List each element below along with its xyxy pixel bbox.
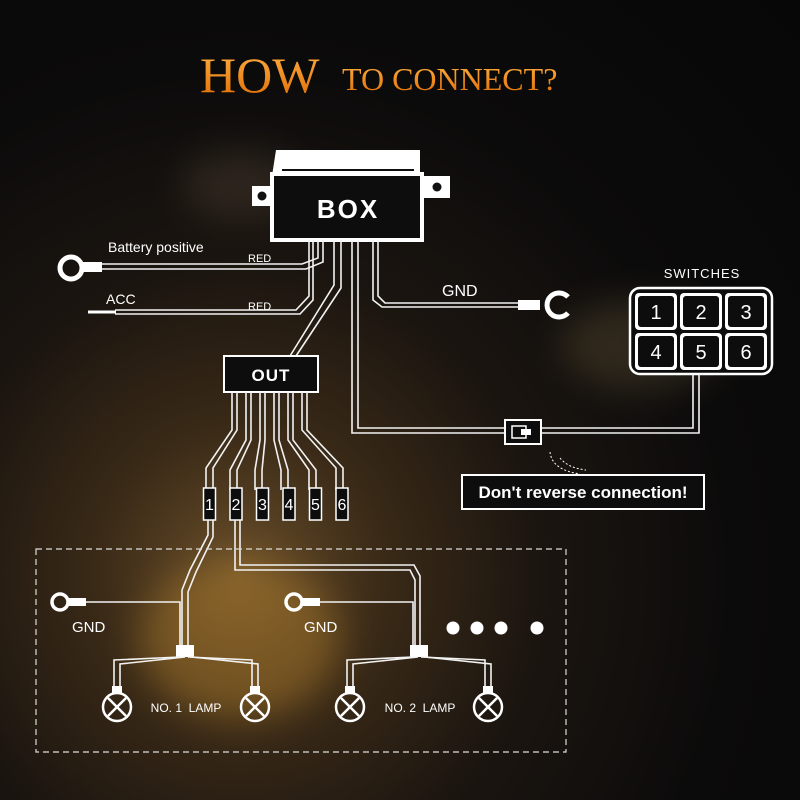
out-channel-5: 5 xyxy=(308,487,323,521)
lamp-gnd-terminal xyxy=(284,592,414,645)
warning-box xyxy=(461,474,705,510)
switch-key-1: 1 xyxy=(635,293,677,330)
acc-label: ACC xyxy=(106,291,136,307)
out-channel-label: 5 xyxy=(311,497,320,514)
box-label: BOX xyxy=(317,194,379,224)
more-lamps-dots xyxy=(446,621,544,635)
switch-key-label: 1 xyxy=(650,302,661,324)
out-channel-label: 3 xyxy=(258,497,267,514)
battery-positive-label: Battery positive xyxy=(108,239,204,255)
switch-key-label: 6 xyxy=(740,342,751,364)
switch-key-5: 5 xyxy=(680,333,722,370)
switch-key-2: 2 xyxy=(680,293,722,330)
switch-wire xyxy=(541,374,700,434)
switch-key-label: 5 xyxy=(695,342,706,364)
lamp-icon xyxy=(101,686,133,723)
acc-wire-color: RED xyxy=(248,301,271,313)
switch-key-label: 4 xyxy=(650,342,661,364)
lamp-2-label: NO. 2 LAMP xyxy=(385,701,456,715)
out-connector xyxy=(223,355,319,393)
lamp-feed-wires xyxy=(181,520,421,645)
box-wires xyxy=(100,240,520,434)
out-wires xyxy=(205,392,344,490)
out-channel-label: 4 xyxy=(285,497,294,514)
switch-wire xyxy=(541,374,694,429)
battery-wire-color: RED xyxy=(248,253,271,265)
switch-key-label: 2 xyxy=(695,302,706,324)
out-channel-label: 6 xyxy=(338,497,347,514)
lamp-icon xyxy=(334,686,366,723)
out-channel-label: 2 xyxy=(232,497,241,514)
lamp-gnd-label-1: GND xyxy=(72,619,106,636)
out-channel-6: 6 xyxy=(335,487,349,521)
title-rest: TO CONNECT? xyxy=(342,61,557,97)
out-channel-3: 3 xyxy=(255,487,270,521)
out-channel-1: 1 xyxy=(202,487,217,521)
switch-key-label: 3 xyxy=(740,302,751,324)
lamp-gnd-label-2: GND xyxy=(304,619,338,636)
warning-pointer xyxy=(559,457,587,471)
control-box: BOX xyxy=(252,150,450,242)
lamp-harness-2 xyxy=(346,645,492,686)
switch-key-3: 3 xyxy=(725,293,767,330)
warning-text: Don't reverse connection! xyxy=(478,483,687,502)
lamp-harness-1 xyxy=(113,645,259,686)
switches-label: SWITCHES xyxy=(664,266,741,281)
out-channel-label: 1 xyxy=(205,497,214,514)
lamp-icon xyxy=(239,686,271,723)
title-how: HOW xyxy=(200,47,320,103)
battery-terminal xyxy=(57,254,102,282)
lamp-1-label: NO. 1 LAMP xyxy=(151,701,222,715)
warning-pointer xyxy=(549,451,581,475)
lamp-gnd-terminal xyxy=(50,592,181,645)
out-channel-2: 2 xyxy=(229,487,243,521)
gnd-fork-terminal xyxy=(518,290,570,320)
switch-key-4: 4 xyxy=(635,333,677,370)
lamp-icon xyxy=(472,686,504,723)
switch-connector xyxy=(504,419,542,445)
out-label: OUT xyxy=(252,366,291,385)
bokeh-light xyxy=(140,560,340,720)
switch-key-6: 6 xyxy=(725,333,767,370)
out-channel-4: 4 xyxy=(282,487,296,521)
lamp-region xyxy=(35,548,567,753)
gnd-label: GND xyxy=(442,283,478,300)
